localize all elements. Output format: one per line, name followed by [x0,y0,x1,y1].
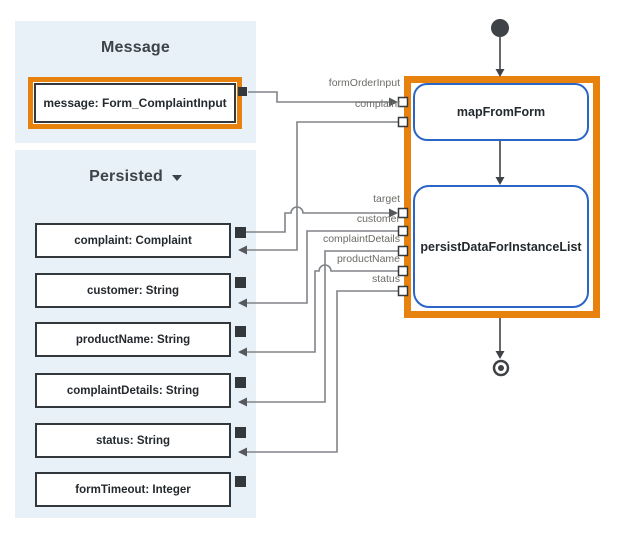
port-label-customer: customer [356,213,400,225]
port-label-target: target [373,193,400,205]
arrowhead-into-form-order-input [389,97,398,107]
node-map-from-form-label: mapFromForm [456,105,546,119]
variable-box-product-name[interactable]: productName: String [35,322,231,357]
port-complaint-details-out[interactable] [397,245,409,257]
message-variable-label: message: Form_ComplaintInput [34,83,236,123]
port-form-order-input[interactable] [397,96,409,108]
persisted-title-text: Persisted [89,168,163,185]
variable-box-complaint[interactable]: complaint: Complaint [35,223,231,258]
port-message-var[interactable] [238,87,247,96]
arrowhead-into-customer-var [238,298,247,308]
variable-box-status[interactable]: status: String [35,423,231,458]
variable-box-customer[interactable]: customer: String [35,273,231,308]
node-persist-label: persistDataForInstanceList [420,239,582,254]
persisted-panel: Persisted complaint: Complaint customer:… [15,150,256,518]
port-status-out[interactable] [397,285,409,297]
port-target[interactable] [397,207,409,219]
message-variable-box[interactable]: message: Form_ComplaintInput [28,77,242,129]
arrowhead-into-target [389,208,398,218]
port-product-name-var[interactable] [235,326,246,337]
caret-down-icon [171,175,182,181]
port-label-status: status [371,273,400,285]
port-customer-var[interactable] [235,277,246,288]
connector-complaint-details-out-to-var[interactable] [247,250,399,403]
persisted-panel-title[interactable]: Persisted [15,168,256,186]
variable-box-form-timeout[interactable]: formTimeout: Integer [35,472,231,507]
port-label-product-name: productName [336,253,400,265]
arrowhead-into-product-name-var [238,347,247,357]
port-status-var[interactable] [235,427,246,438]
port-label-form-order-input: formOrderInput [328,77,400,89]
node-map-from-form[interactable]: mapFromForm [413,83,589,141]
connector-complaint-out-to-complaint-var[interactable] [247,121,399,251]
message-panel: Message message: Form_ComplaintInput [15,21,256,143]
port-product-name-out[interactable] [397,265,409,277]
port-complaint-out[interactable] [397,116,409,128]
arrowhead-into-status-var [238,447,247,457]
initial-node-icon [491,19,509,37]
arrowhead-mid [495,177,505,185]
message-panel-title: Message [101,39,170,56]
arrowhead-start [495,69,505,77]
port-label-complaint-details: complaintDetails [322,233,400,245]
connector-complaint-var-to-target[interactable] [246,206,389,233]
connector-product-name-out-to-var[interactable] [247,264,399,353]
node-persist-data-for-instance-list[interactable]: persistDataForInstanceList [413,185,589,308]
variable-box-complaint-details[interactable]: complaintDetails: String [35,373,231,408]
connector-status-out-to-var[interactable] [247,290,399,453]
port-complaint-details-var[interactable] [235,377,246,388]
port-complaint-var[interactable] [235,227,246,238]
port-customer-out[interactable] [397,225,409,237]
connector-customer-out-to-customer-var[interactable] [247,230,399,304]
arrowhead-into-complaint-var [238,245,247,255]
connector-message-to-form-order-input[interactable] [248,91,389,103]
port-form-timeout-var[interactable] [235,476,246,487]
arrowhead-into-complaint-details-var [238,397,247,407]
arrowhead-end [495,351,505,359]
port-label-complaint: complaint [355,98,400,110]
